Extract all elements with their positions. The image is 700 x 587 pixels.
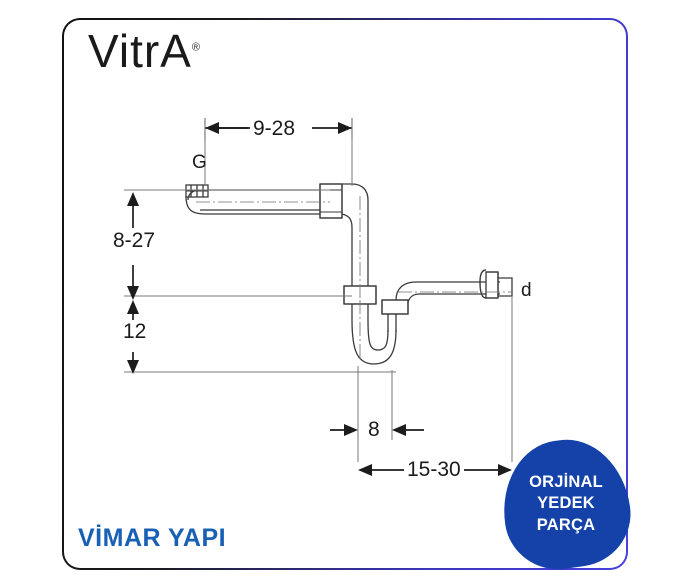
badge-text-group: ORJİNAL YEDEK PARÇA <box>503 440 629 568</box>
pipe-geometry <box>185 183 513 365</box>
badge-line-3: PARÇA <box>536 515 596 534</box>
dimension-8: 8 <box>365 418 383 442</box>
label-d: d <box>521 280 532 301</box>
vitra-logo-text: VitrA <box>88 25 192 77</box>
dimension-arrowheads <box>127 122 512 476</box>
registered-trademark-icon: ® <box>191 41 201 54</box>
original-spare-part-badge: ORJİNAL YEDEK PARÇA <box>494 431 638 577</box>
dimension-15-30: 15-30 <box>404 458 464 482</box>
vitra-logo: VitrA® <box>88 28 201 74</box>
label-G: G <box>192 152 207 173</box>
dimension-lines <box>132 119 510 471</box>
dimension-8-27: 8-27 <box>110 229 159 253</box>
dealer-name: VİMAR YAPI <box>78 524 227 552</box>
extension-lines <box>124 124 513 462</box>
badge-line-2: YEDEK <box>537 494 595 513</box>
dimension-9-28: 9-28 <box>250 117 299 141</box>
dimension-12: 12 <box>120 320 150 344</box>
badge-line-1: ORJİNAL <box>529 472 603 491</box>
dimension-ticks <box>204 118 353 140</box>
